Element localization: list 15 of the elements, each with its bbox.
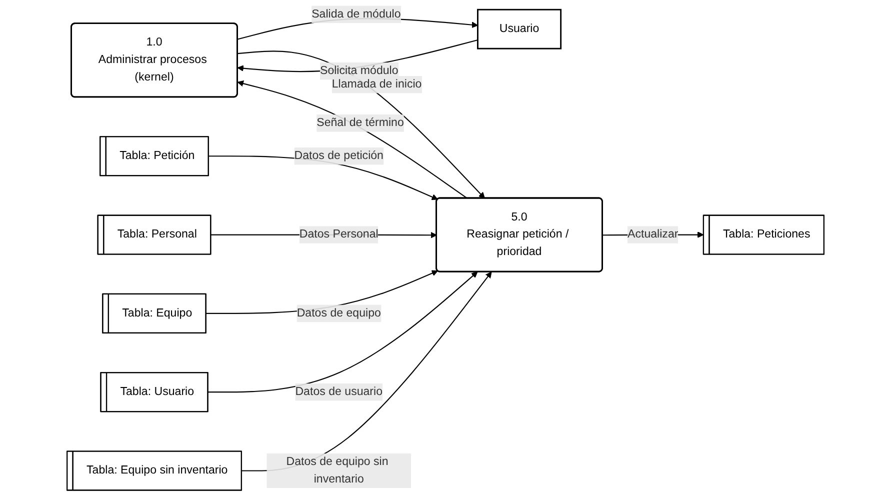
edge-label: Datos de usuario [295, 386, 383, 398]
edge-label: Solicita módulo [320, 64, 398, 77]
edge-label: Datos de petición [294, 150, 384, 162]
arrow [208, 272, 478, 393]
arrow [241, 272, 492, 472]
edge-label: Datos de equipo sin inventario [286, 456, 388, 486]
edge-label: Llamada de inicio [332, 78, 422, 90]
arrow [237, 80, 468, 199]
edge-label: Actualizar [628, 228, 678, 241]
node-box: Usuario [477, 8, 562, 50]
edge-label: Datos de equipo [296, 306, 381, 320]
edge-label: Salida de módulo [312, 8, 401, 20]
edge-label: Datos Personal [299, 228, 378, 241]
arrow [238, 50, 485, 199]
edge-label: Señal de término [316, 116, 404, 129]
